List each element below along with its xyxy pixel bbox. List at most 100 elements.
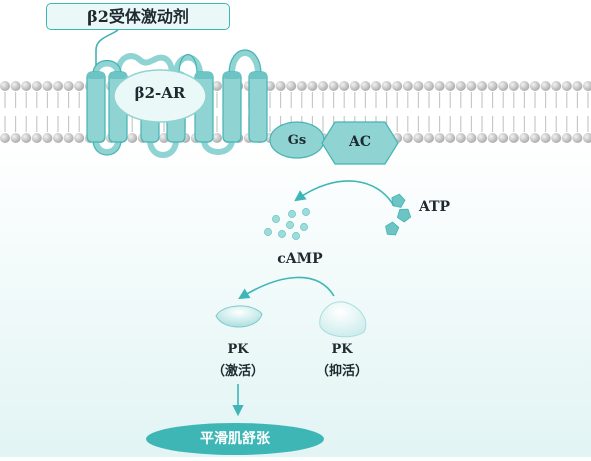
lipid-head [434, 81, 445, 91]
lipid-head [508, 81, 519, 91]
lipid-head [445, 133, 456, 143]
gs-label: Gs [287, 133, 307, 148]
helix-cap [195, 72, 213, 79]
atp-label: ATP [419, 199, 451, 215]
camp-dot [272, 215, 280, 223]
pk-inactive-state: （抑活） [315, 364, 368, 379]
lipid-head [42, 133, 53, 143]
lipid-head [519, 133, 530, 143]
atp-molecules [385, 193, 412, 236]
pk-activation-arrow [238, 276, 335, 300]
pk-active-state: （激活） [211, 364, 264, 379]
helix-cap [87, 72, 105, 79]
lipid-head [561, 81, 572, 91]
lipid-head [498, 133, 509, 143]
lipid-head [413, 133, 424, 143]
lipid-head [455, 133, 466, 143]
lipid-head [561, 133, 572, 143]
lipid-head [519, 81, 530, 91]
pk-active-shape [215, 305, 263, 328]
receptor-loops-outline [92, 49, 262, 156]
lipid-head [498, 81, 509, 91]
lipid-head [424, 133, 434, 143]
lipid-head [583, 81, 591, 91]
helix-cap [249, 72, 267, 79]
lipid-head [212, 81, 222, 91]
camp-dot [302, 208, 310, 216]
lipid-head [31, 133, 42, 143]
camp-dot [286, 221, 294, 229]
lipid-head [371, 81, 381, 91]
lipid-head [53, 133, 63, 143]
lipid-head [540, 133, 551, 143]
atp-pentagon [391, 193, 406, 208]
lipid-head [307, 81, 318, 91]
pk-inactive-shape [319, 301, 367, 338]
lipid-head [31, 81, 42, 91]
lipid-head [551, 133, 562, 143]
lipid-head [413, 81, 424, 91]
receptor-helix [86, 71, 106, 143]
lipid-head [318, 81, 328, 91]
lipid-head [74, 133, 85, 143]
lipid-head [477, 81, 487, 91]
lipid-head [74, 81, 85, 91]
lipid-head [328, 81, 339, 91]
lipid-head [530, 81, 540, 91]
agonist-box [46, 3, 230, 30]
lipid-head [10, 133, 21, 143]
lipid-head [551, 81, 562, 91]
cytoplasm-background [0, 140, 591, 457]
receptor-helix [222, 71, 242, 143]
lipid-head [42, 81, 53, 91]
lipid-head [540, 81, 551, 91]
lipid-head [392, 81, 403, 91]
lipid-head [212, 133, 222, 143]
lipid-head [275, 81, 286, 91]
lipid-head [63, 81, 74, 91]
lipid-head [583, 133, 591, 143]
helix-cap [223, 72, 241, 79]
lipid-head [466, 81, 477, 91]
atp-pentagon [385, 221, 400, 236]
lipid-head [487, 133, 498, 143]
lipid-head [296, 81, 307, 91]
lipid-head [508, 133, 519, 143]
lipid-head [477, 133, 487, 143]
camp-dot [288, 210, 296, 218]
receptor-helix [248, 71, 268, 143]
ac-enzyme [321, 121, 399, 165]
lipid-head [572, 133, 583, 143]
receptor-label: β2-AR [134, 84, 186, 102]
lipid-head [63, 133, 74, 143]
lipid-head [53, 81, 63, 91]
lipid-head [21, 133, 32, 143]
receptor-loops [93, 50, 261, 158]
camp-dot [278, 230, 286, 238]
agonist-label: β2受体激动剂 [87, 7, 189, 26]
lipid-head [445, 81, 456, 91]
camp-dot [300, 223, 308, 231]
relaxation-label: 平滑肌舒张 [200, 431, 270, 447]
atp-to-camp-arrow [294, 180, 395, 207]
lipid-head [402, 133, 413, 143]
lipid-head [0, 81, 10, 91]
lipid-head [286, 81, 297, 91]
agonist-link-line [95, 29, 119, 72]
atp-pentagon [396, 208, 412, 223]
receptor-body [113, 69, 207, 123]
lipid-head [530, 133, 540, 143]
lipid-head [127, 133, 138, 143]
lipid-head [349, 81, 360, 91]
camp-dot [292, 232, 300, 240]
lipid-head [10, 81, 21, 91]
lipid-head [434, 133, 445, 143]
lipid-head [0, 133, 10, 143]
lipid-head [487, 81, 498, 91]
relaxation-ellipse [146, 423, 324, 455]
camp-label: cAMP [277, 251, 323, 267]
lipid-head [466, 133, 477, 143]
lipid-head [424, 81, 434, 91]
ac-label: AC [348, 134, 371, 150]
